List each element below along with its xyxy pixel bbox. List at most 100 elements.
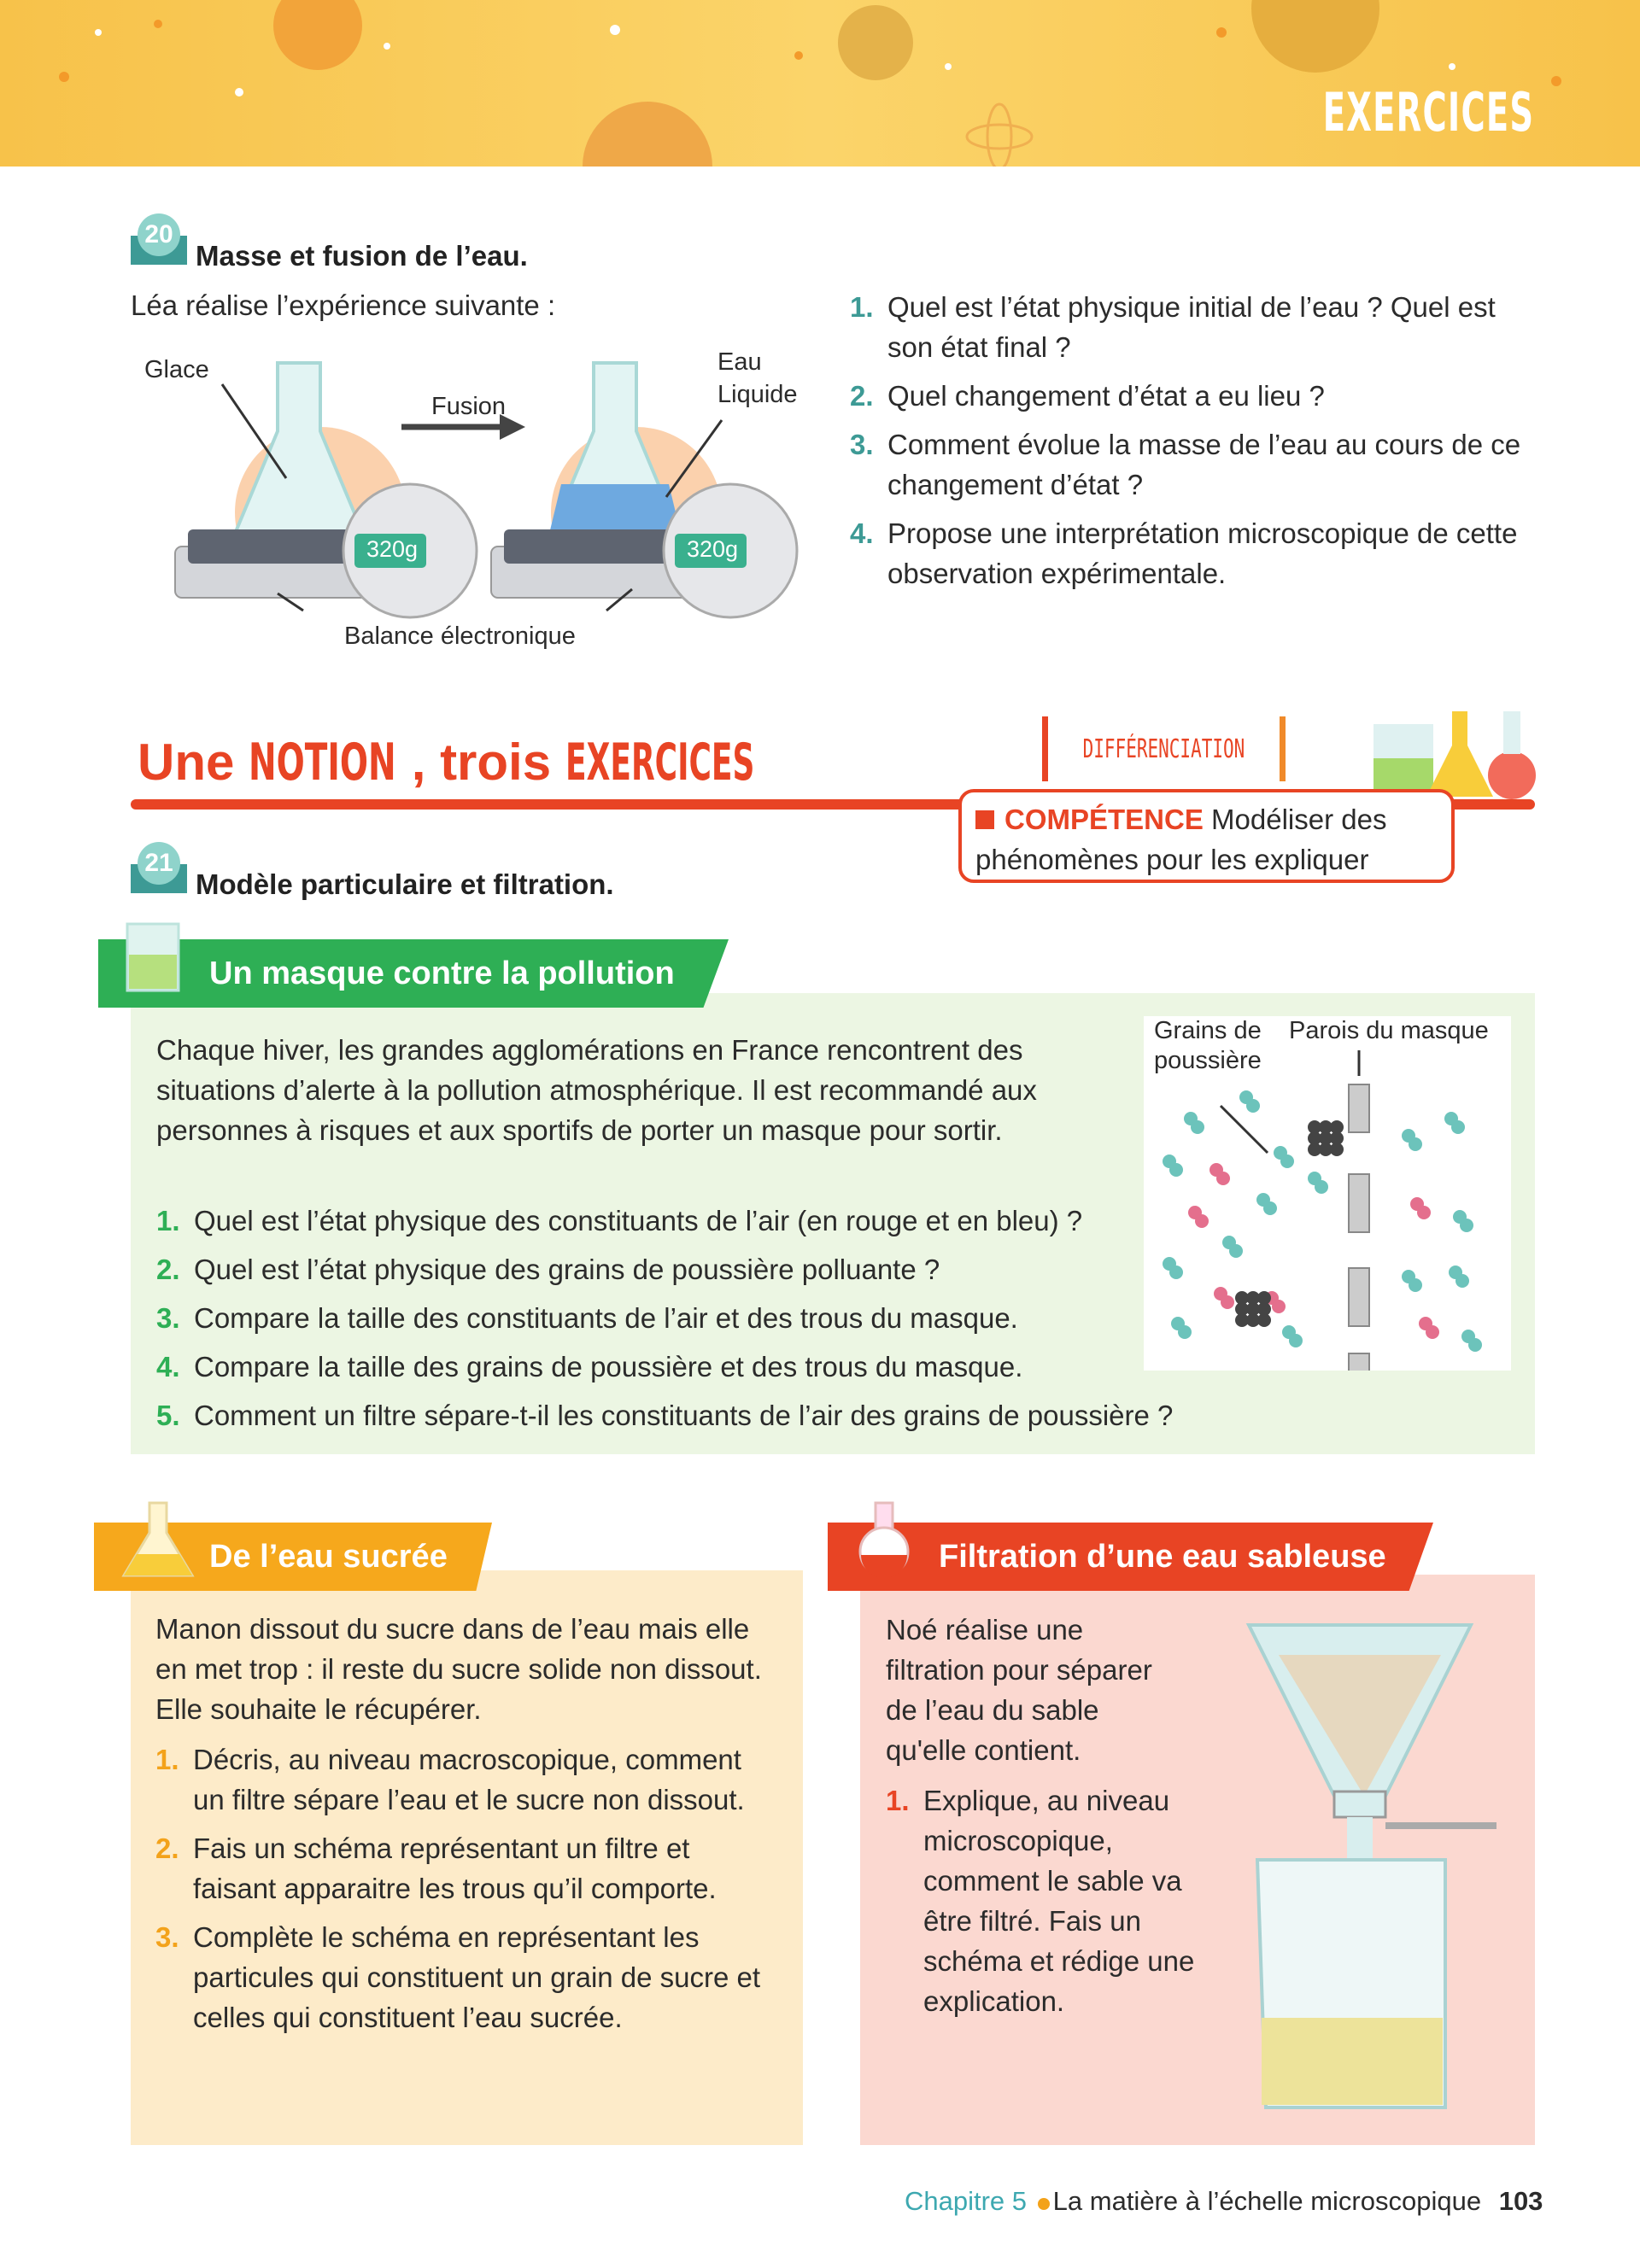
label-liquide: Liquide [718,381,798,408]
question-number: 1. [886,1785,910,1816]
air-molecule [1289,1334,1303,1347]
label-eau: Eau [718,348,762,376]
air-molecule [1221,1295,1234,1309]
question-text: Explique, au niveau microscopique, comme… [923,1785,1195,2017]
question-item: 4.Compare la taille des grains de poussi… [156,1347,1301,1387]
mask-text: Chaque hiver, les grandes agglomérations… [156,1034,1037,1146]
question-item: 4. Propose une interprétation microscopiq… [850,513,1533,593]
question-item: 1. Quel est l’état physique initial de l’… [850,287,1533,367]
dust-grain [1235,1302,1249,1316]
exercise-intro: Léa réalise l’expérience suivante : [131,289,556,321]
exercise-number-badge: 20 [131,213,187,265]
title-trois: , trois [411,734,565,791]
question-number: 1. [155,1744,179,1775]
sand-questions: 1. Explique, au niveau microscopique, com… [886,1780,1210,2030]
sand-banner: Filtration d’une eau sableuse [828,1523,1433,1591]
dust-grain [1330,1131,1344,1145]
beaker-icon [126,922,180,992]
question-number: 4. [156,1351,180,1382]
page-number: 103 [1498,2186,1543,2216]
air-molecule [1272,1300,1286,1313]
air-molecule [1315,1180,1328,1194]
competence-box: COMPÉTENCE Modéliser des phénomènes pour… [958,789,1455,883]
mass-display-left: 320g [366,536,419,562]
square-bullet-icon [975,810,994,829]
dust-grain [1330,1120,1344,1134]
dust-grain [1308,1120,1321,1134]
mass-display-right: 320g [686,536,739,562]
page-footer: Chapitre 5 La matière à l’échelle micros… [905,2186,1543,2217]
question-text: Quel est l’état physique des grains de p… [194,1254,940,1285]
air-molecule [1409,1137,1422,1151]
question-number: 3. [155,1921,179,1953]
question-text: Propose une interprétation microscopique… [887,517,1518,589]
question-number: 1. [850,291,874,323]
dust-grain [1257,1291,1271,1305]
round-flask-icon [858,1501,910,1578]
question-text: Quel changement d’état a eu lieu ? [887,380,1325,412]
question-text: Complète le schéma en représentant les p… [193,1921,761,2033]
question-text: Décris, au niveau macroscopique, comment… [193,1744,745,1815]
dust-grain [1246,1291,1260,1305]
footer-chapter: Chapitre 5 [905,2186,1028,2216]
air-molecule [1426,1325,1439,1339]
dust-grain [1319,1120,1332,1134]
question-text: Comment un filtre sépare-t-il les consti… [194,1400,1174,1431]
section-title: Une NOTION, trois EXERCICES [138,733,881,792]
air-molecule [1451,1120,1465,1134]
dust-grain [1246,1302,1260,1316]
particle-figure: Grains de poussière Parois du masque [1144,1016,1511,1371]
question-item: 5. Comment un filtre sépare-t-il les cons… [156,1395,1301,1435]
mask-banner: Un masque contre la pollution [98,939,729,1008]
filtration-funnel-illustration [1245,1623,1496,2109]
label-fusion: Fusion [431,393,507,420]
page-header: EXERCICES [0,0,1640,167]
sugar-questions: 1. Décris, au niveau macroscopique, comme… [155,1739,779,2046]
air-molecule [1460,1219,1473,1232]
air-molecule [1169,1266,1183,1279]
label-parois: Parois du masque [1289,1017,1489,1044]
question-text: Quel est l’état physique initial de l’ea… [887,291,1496,363]
footer-subtitle: La matière à l’échelle microscopique [1052,2186,1482,2216]
differenciation-text: DIFFÉRENCIATION [1082,734,1245,764]
question-text: Fais un schéma représentant un filtre et… [193,1833,717,1904]
air-molecule [1409,1278,1422,1292]
air-molecule [1229,1244,1243,1258]
air-molecule [1191,1120,1204,1134]
question-item: 3. Compare la taille des constituants de … [156,1298,1301,1338]
air-molecule [1456,1274,1469,1288]
sugar-panel [131,1570,803,2145]
sand-text: Noé réalise une filtration pour séparer … [886,1614,1152,1766]
question-item: 2. Quel est l’état physique des grains de… [156,1249,1301,1289]
dust-grain [1308,1131,1321,1145]
differenciation-label: DIFFÉRENCIATION [1042,716,1286,781]
question-number: 4. [850,517,874,549]
dust-grain [1330,1143,1344,1156]
question-number: 2. [156,1254,180,1285]
dust-grain [1235,1291,1249,1305]
air-molecule [1246,1099,1260,1113]
question-number: 5. [156,1400,180,1431]
question-number: 2. [155,1833,179,1864]
exercise-number: 21 [138,842,180,885]
question-text: Compare la taille des constituants de l’… [194,1302,1018,1334]
air-molecule [1468,1338,1482,1352]
label-glace: Glace [144,356,209,383]
question-item: 3.Comment évolue la masse de l’eau au co… [850,424,1533,505]
exercise-number-badge: 21 [131,842,187,893]
label-balance: Balance électronique [344,623,576,650]
header-title: EXERCICES [1322,81,1534,143]
question-item: 2.Quel changement d’état a eu lieu ? [850,376,1533,416]
question-item: 3. Complète le schéma en représentant les… [155,1917,779,2037]
particles-illustration [1163,1050,1482,1371]
label-grains: Grains de poussière [1154,1017,1262,1074]
mask-questions: 1.Quel est l’état physique des constitua… [156,1201,1301,1444]
beakers-icon [1374,711,1536,799]
question-text: Quel est l’état physique des constituant… [194,1205,1083,1236]
exercise-title: Modèle particulaire et filtration. [196,868,614,900]
question-number: 3. [156,1302,180,1334]
sugar-text: Manon dissout du sucre dans de l’eau mai… [155,1613,762,1725]
air-molecule [1280,1154,1294,1168]
